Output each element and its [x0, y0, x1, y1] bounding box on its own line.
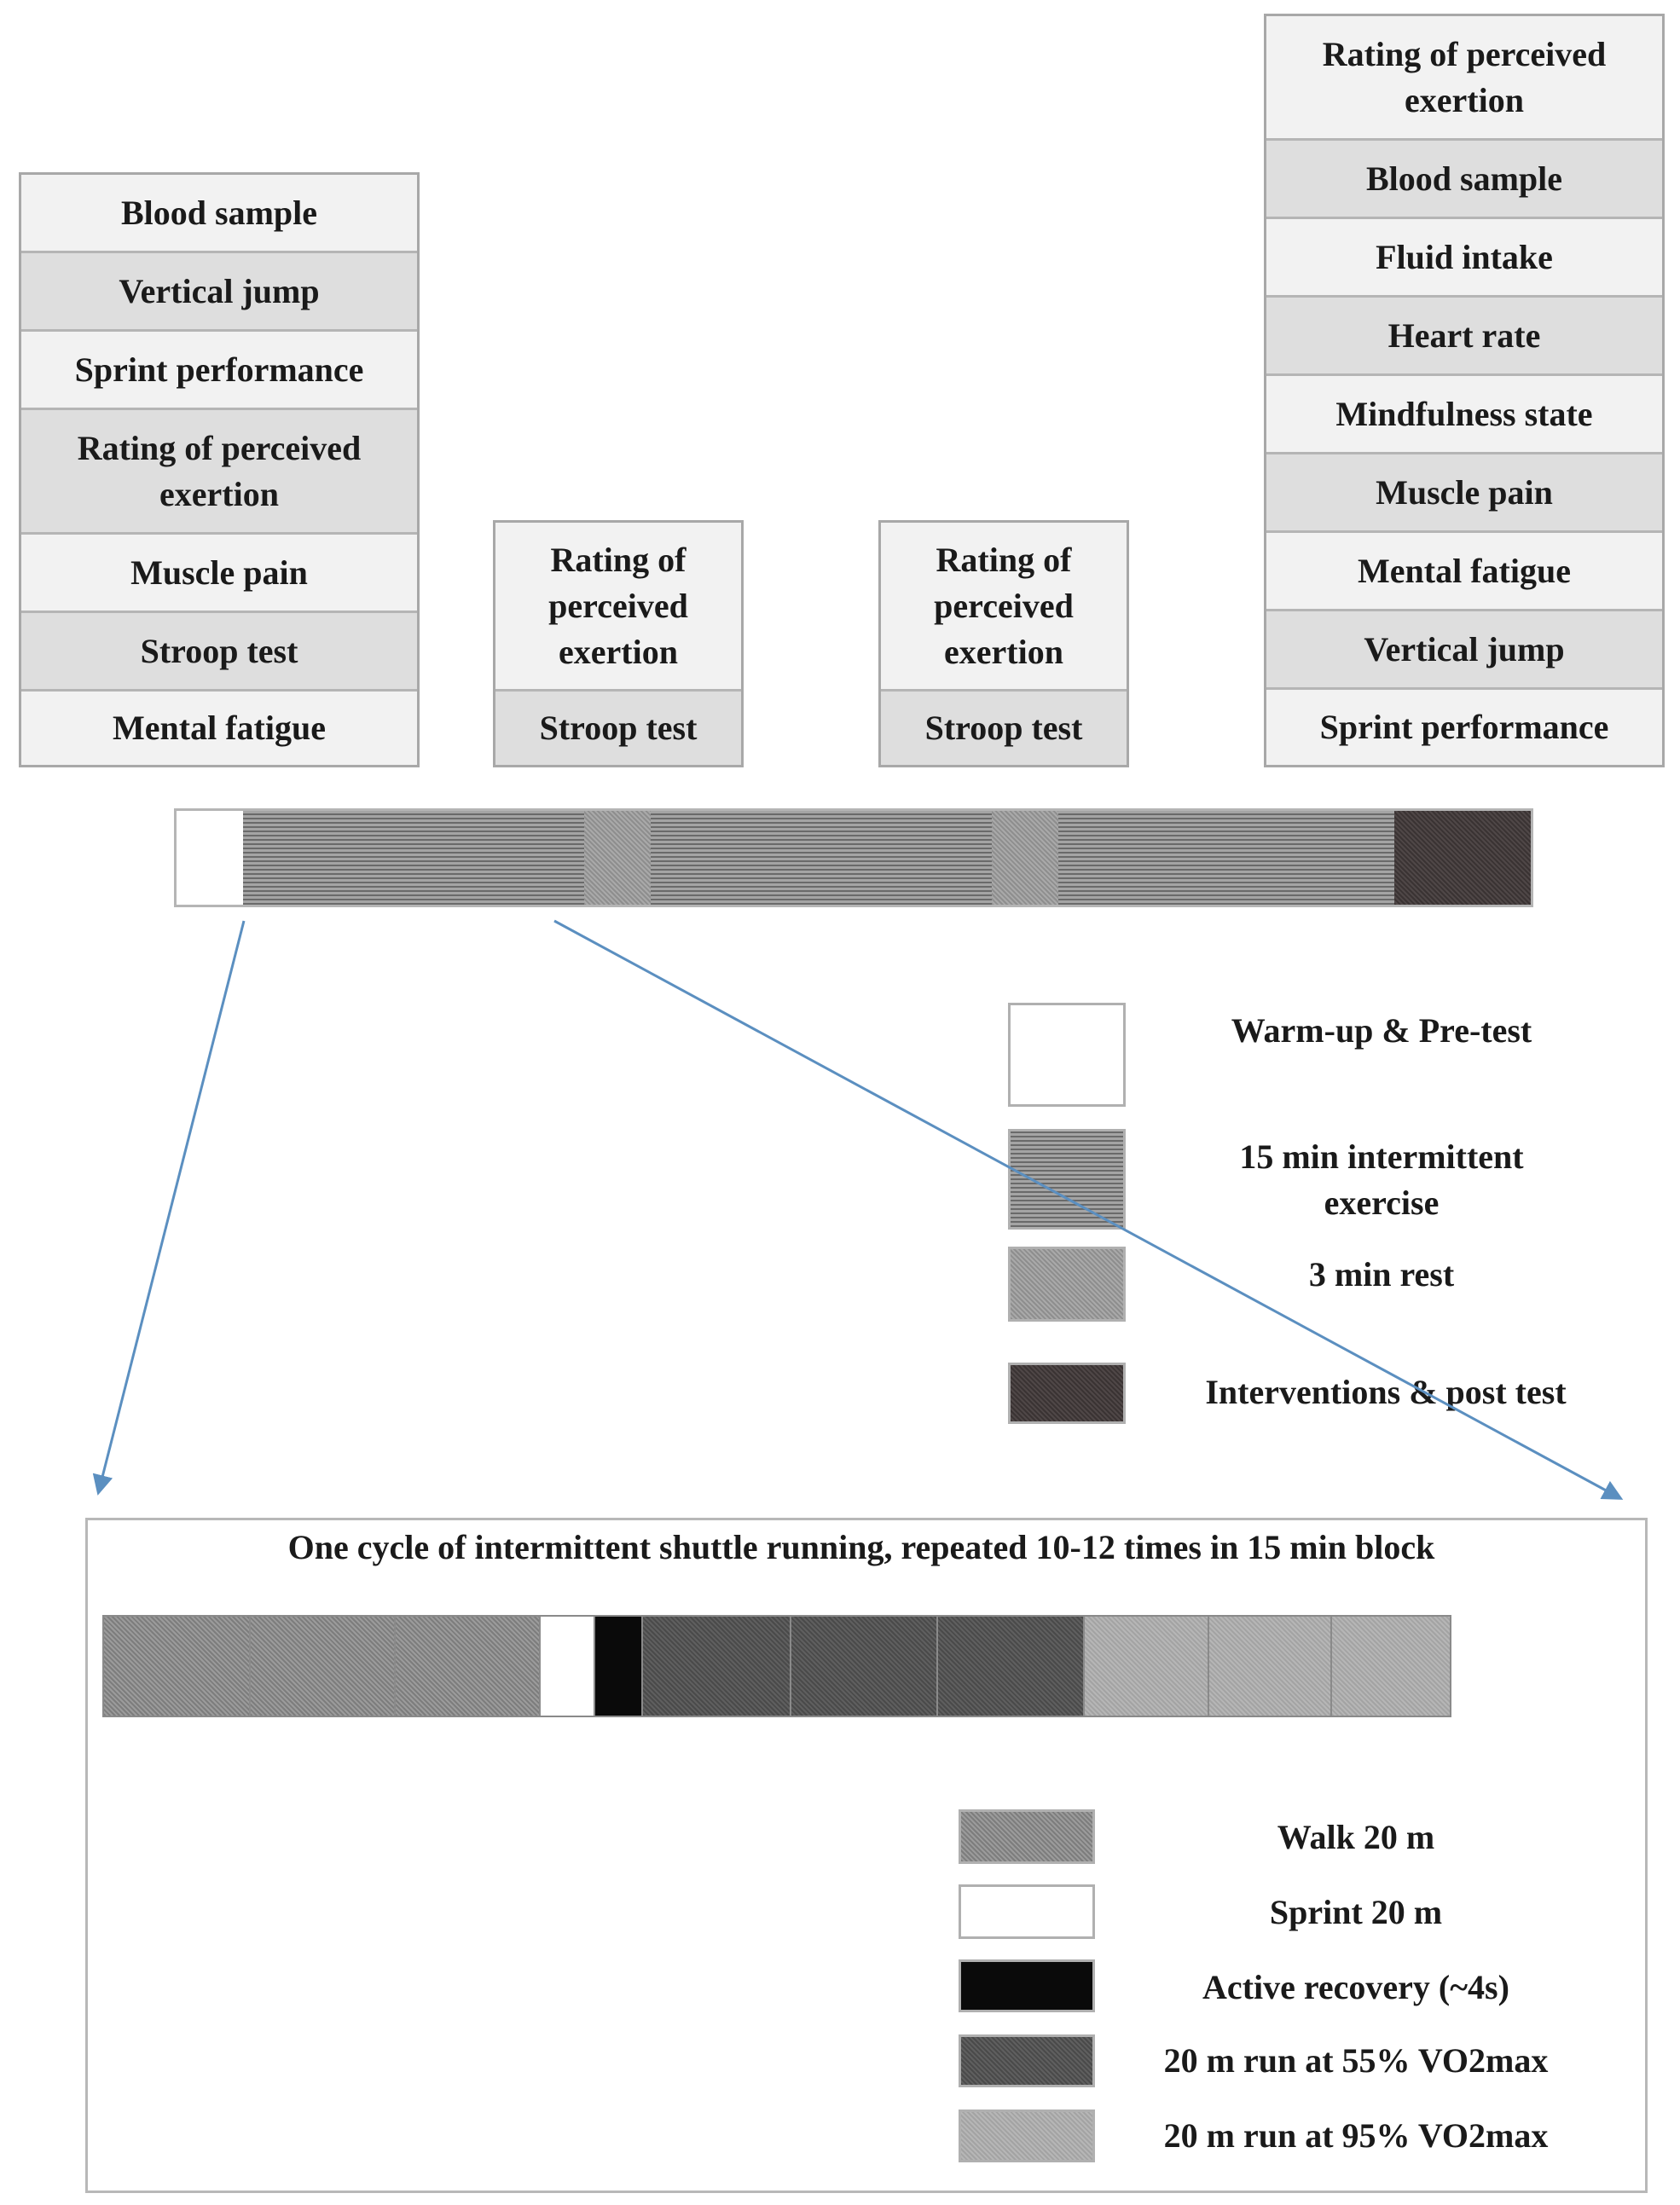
- cycle-bar: [102, 1615, 1451, 1717]
- cycle-legend-walk-swatch: [959, 1809, 1095, 1864]
- timeline-exercise-block-3: [1058, 811, 1394, 905]
- timeline-exercise-block-1: [243, 811, 584, 905]
- legend-post-swatch: [1008, 1363, 1126, 1424]
- cycle-legend-recovery-swatch: [959, 1959, 1095, 2012]
- legend-rest-label: 3 min rest: [1308, 1255, 1455, 1293]
- cycle-legend-recovery-label: Active recovery (~4s): [1202, 1968, 1509, 2006]
- legend-exercise-label: 15 min intermittent exercise: [1239, 1137, 1524, 1222]
- pre-measure-muscle-pain: Muscle pain: [21, 535, 417, 613]
- post-measure-muscle-pain: Muscle pain: [1266, 454, 1662, 533]
- pre-measure-vertical-jump: Vertical jump: [21, 253, 417, 332]
- cycle-legend-run55-swatch: [959, 2034, 1095, 2087]
- pre-measure-stroop-test: Stroop test: [21, 613, 417, 692]
- legend-rest-swatch: [1008, 1247, 1126, 1322]
- cycle-sprint-segment: [541, 1617, 595, 1716]
- cycle-run95-segment-3: [1332, 1617, 1450, 1716]
- mid-test-1-measures-box: Rating of perceived exertion Stroop test: [493, 520, 744, 767]
- legend-warmup-swatch: [1008, 1003, 1126, 1107]
- post-test-measures-box: Rating of perceived exertion Blood sampl…: [1264, 14, 1665, 767]
- cycle-walk-segment-1: [104, 1617, 251, 1716]
- legend-warmup-label: Warm-up & Pre-test: [1231, 1011, 1532, 1050]
- legend-exercise-swatch: [1008, 1129, 1126, 1230]
- timeline-warmup-segment: [177, 811, 243, 905]
- cycle-walk-segment-2: [251, 1617, 396, 1716]
- cycle-legend-sprint-swatch: [959, 1884, 1095, 1939]
- pre-measure-mental-fatigue: Mental fatigue: [21, 692, 417, 765]
- zoom-arrow-left: [92, 920, 246, 1496]
- pre-test-measures-box: Blood sample Vertical jump Sprint perfor…: [19, 172, 420, 767]
- post-measure-rpe: Rating of perceived exertion: [1266, 16, 1662, 141]
- mid2-measure-rpe: Rating of perceived exertion: [881, 523, 1127, 692]
- mid1-measure-rpe: Rating of perceived exertion: [495, 523, 741, 692]
- cycle-legend-run55-label: 20 m run at 55% VO2max: [1163, 2041, 1549, 2080]
- cycle-walk-segment-3: [396, 1617, 541, 1716]
- cycle-run55-segment-1: [643, 1617, 791, 1716]
- mid1-measure-stroop-test: Stroop test: [495, 692, 741, 765]
- cycle-legend-walk-label: Walk 20 m: [1277, 1818, 1435, 1856]
- cycle-run95-segment-1: [1085, 1617, 1209, 1716]
- pre-measure-sprint-performance: Sprint performance: [21, 332, 417, 410]
- post-measure-heart-rate: Heart rate: [1266, 298, 1662, 376]
- timeline-rest-1: [584, 811, 651, 905]
- cycle-run55-segment-2: [791, 1617, 938, 1716]
- cycle-run95-segment-2: [1209, 1617, 1332, 1716]
- cycle-run55-segment-3: [938, 1617, 1085, 1716]
- post-measure-mental-fatigue: Mental fatigue: [1266, 533, 1662, 611]
- cycle-legend-run95-label: 20 m run at 95% VO2max: [1163, 2116, 1549, 2155]
- mid2-measure-stroop-test: Stroop test: [881, 692, 1127, 765]
- post-measure-sprint-performance: Sprint performance: [1266, 690, 1662, 765]
- mid-test-2-measures-box: Rating of perceived exertion Stroop test: [878, 520, 1129, 767]
- cycle-legend-sprint-label: Sprint 20 m: [1269, 1893, 1443, 1931]
- timeline-rest-2: [992, 811, 1058, 905]
- zoom-arrow-right: [553, 919, 1624, 1500]
- timeline-exercise-block-2: [651, 811, 992, 905]
- pre-measure-blood-sample: Blood sample: [21, 175, 417, 253]
- legend-post-label: Interventions & post test: [1205, 1373, 1567, 1411]
- post-measure-blood-sample: Blood sample: [1266, 141, 1662, 219]
- cycle-title: One cycle of intermittent shuttle runnin…: [287, 1528, 1435, 1566]
- protocol-timeline: [174, 808, 1533, 907]
- post-measure-mindfulness-state: Mindfulness state: [1266, 376, 1662, 454]
- cycle-legend-run95-swatch: [959, 2110, 1095, 2162]
- post-measure-vertical-jump: Vertical jump: [1266, 611, 1662, 690]
- post-measure-fluid-intake: Fluid intake: [1266, 219, 1662, 298]
- cycle-active-recovery-segment: [595, 1617, 643, 1716]
- pre-measure-rpe: Rating of perceived exertion: [21, 410, 417, 535]
- timeline-post-test-segment: [1394, 811, 1531, 905]
